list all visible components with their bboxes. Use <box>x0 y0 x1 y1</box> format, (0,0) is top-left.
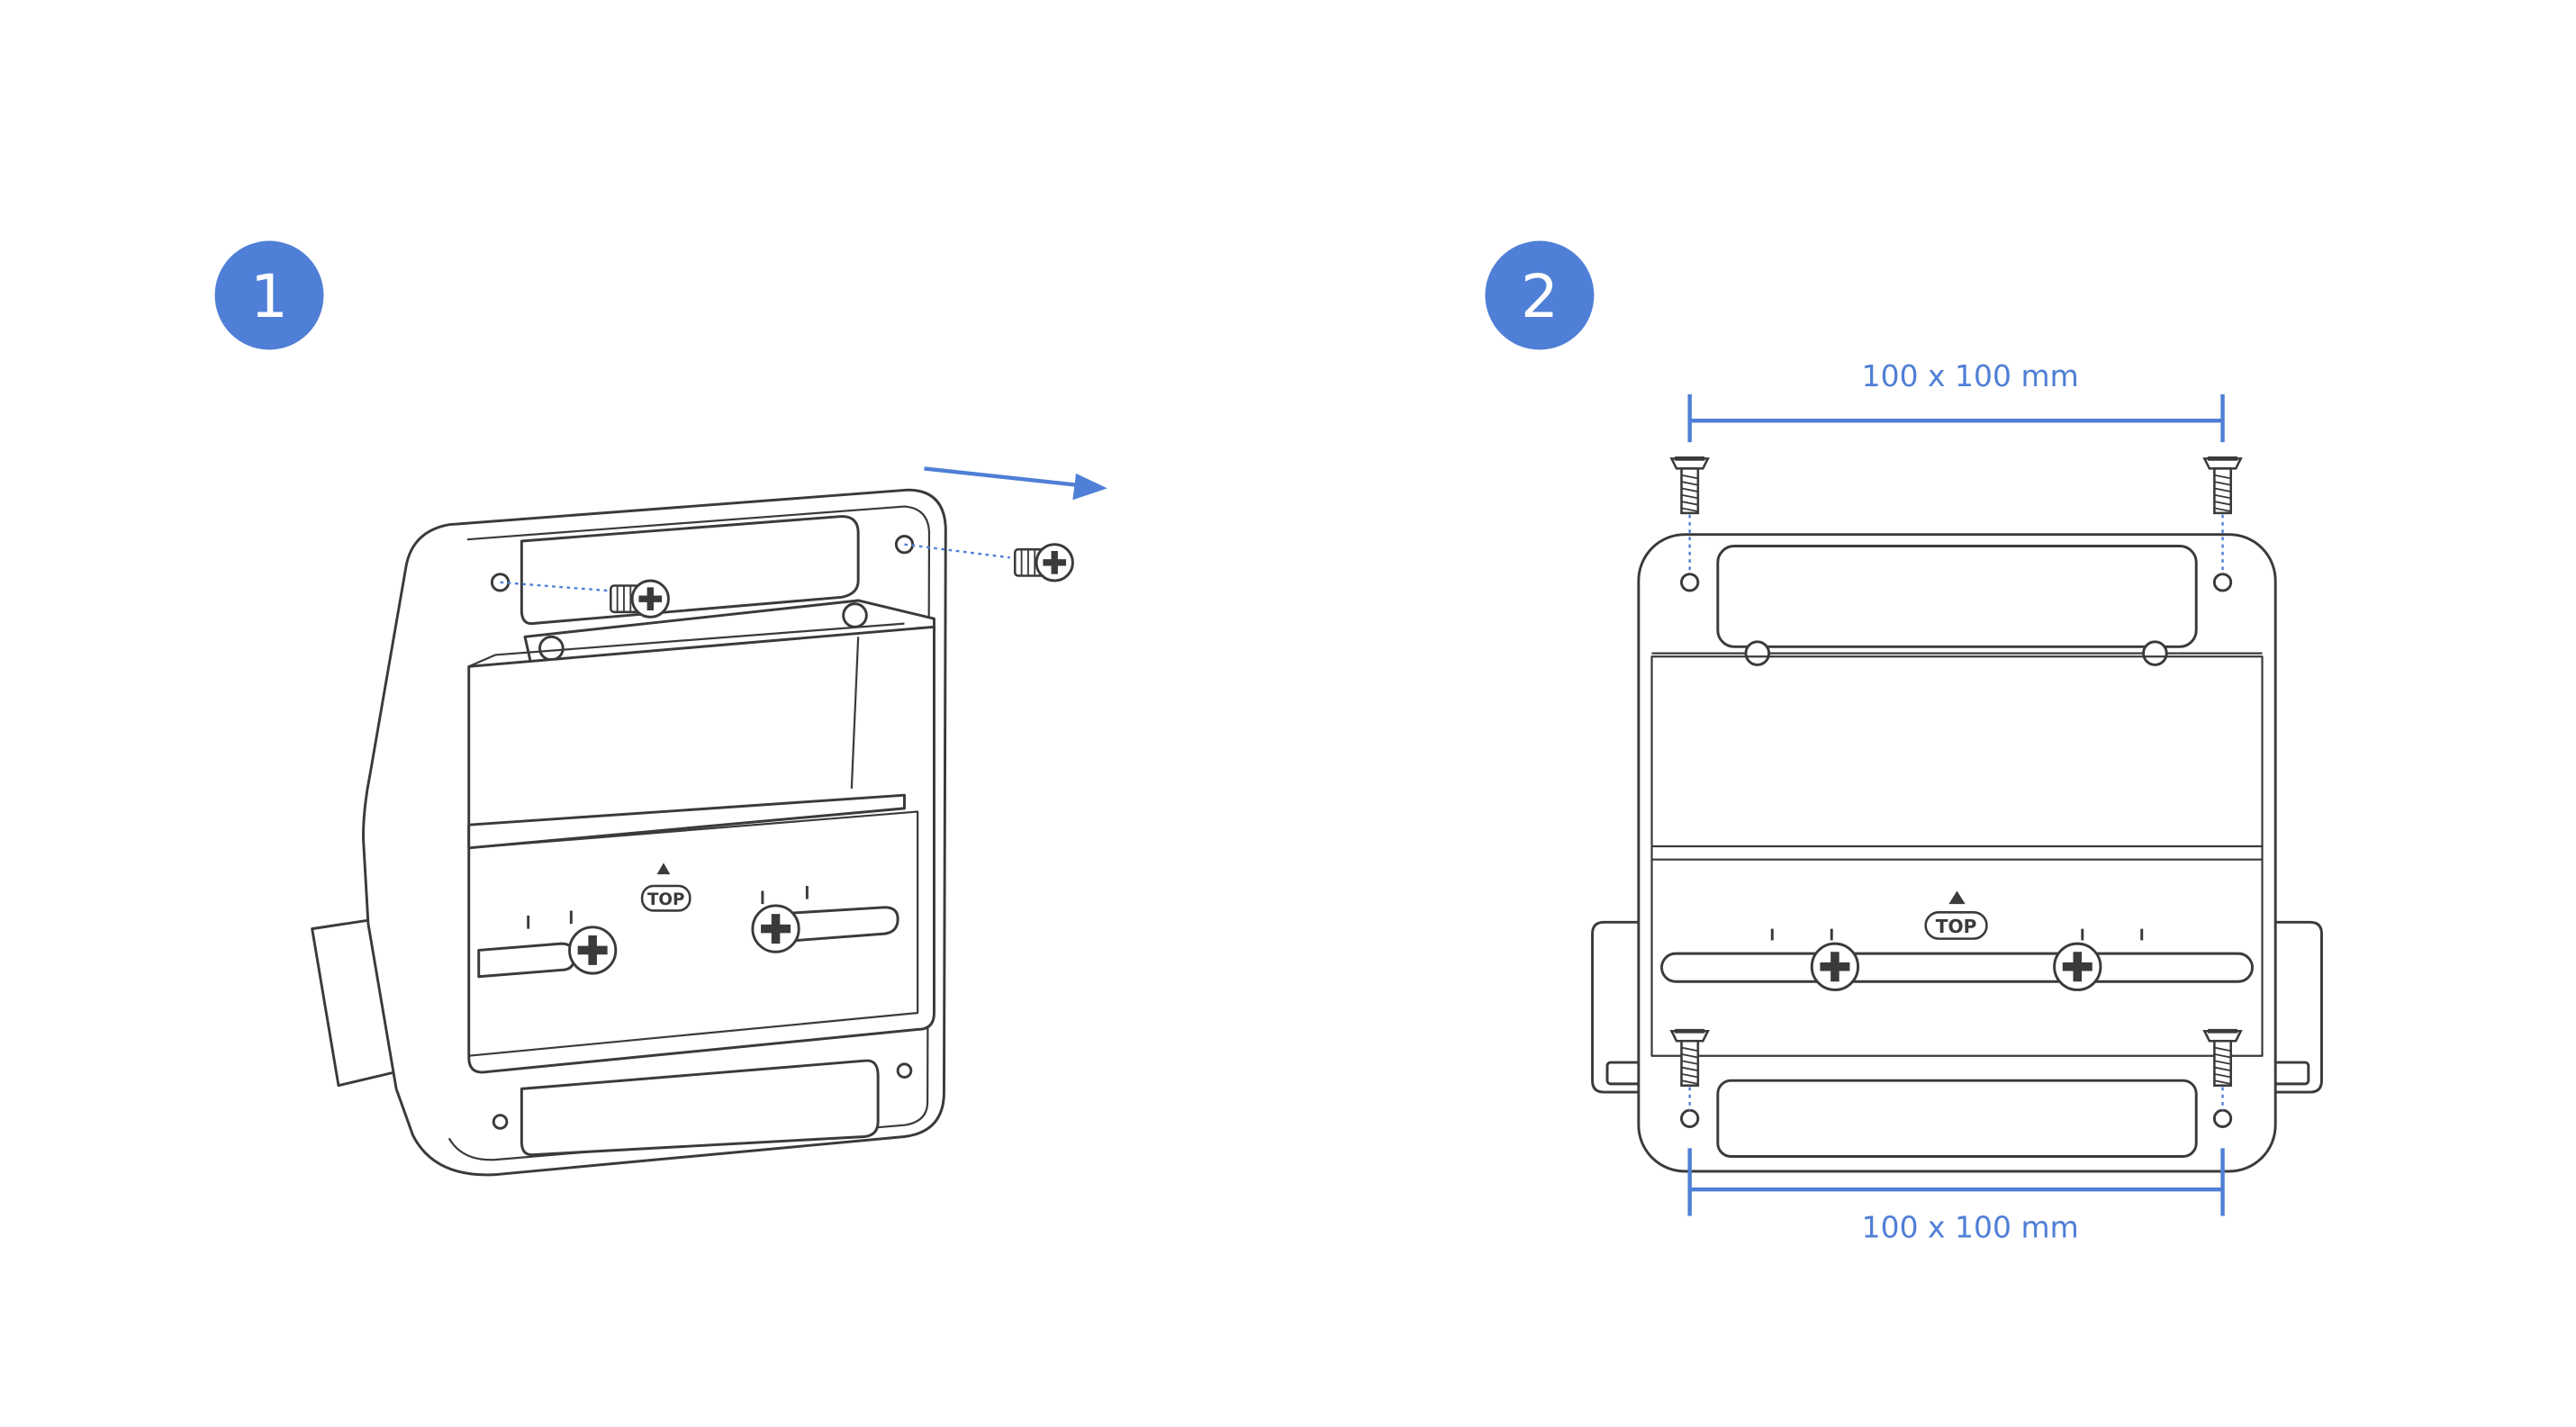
guide-lines <box>1688 514 2224 1111</box>
top-label: TOP <box>647 890 684 909</box>
step-1-knob-right <box>751 904 800 953</box>
top-arrow-icon <box>656 863 671 875</box>
guide-line <box>500 581 608 592</box>
step-1-top-marker: TOP <box>640 863 691 912</box>
right-slider-slot <box>774 906 899 944</box>
step-1-mounting-plate <box>311 488 947 1177</box>
step-2-badge: 2 <box>1485 240 1595 350</box>
recess-panel <box>467 625 935 1074</box>
plate-body <box>1637 533 2277 1173</box>
screw-icon <box>2204 458 2240 512</box>
left-tab <box>1591 920 1644 1094</box>
top-slot <box>1716 545 2198 648</box>
dimension-top <box>1687 393 2225 443</box>
step-2-top-marker: TOP <box>1924 890 1988 940</box>
step-2-number: 2 <box>1521 262 1559 331</box>
crosshead-screw-icon <box>1013 543 1074 583</box>
crosshead-screw-icon <box>609 579 670 619</box>
top-arrow-icon <box>1948 890 1966 905</box>
step-1-knob-left <box>568 926 618 975</box>
bottom-slot <box>520 1059 880 1157</box>
bottom-slot <box>1716 1079 2198 1158</box>
screw-icon <box>1672 458 1708 512</box>
slider-slot <box>1660 952 2254 983</box>
step-2-knob-right <box>2053 942 2102 991</box>
step-1-number: 1 <box>250 262 288 331</box>
guide-line <box>904 543 1010 559</box>
dimension-label-top: 100 x 100 mm <box>1862 358 2079 393</box>
shelf <box>467 793 906 850</box>
dimension-label-bottom: 100 x 100 mm <box>1862 1209 2079 1244</box>
step-1-badge: 1 <box>214 240 324 350</box>
step-2-knob-left <box>1810 942 1860 991</box>
top-slot <box>520 515 860 626</box>
dimension-bottom <box>1687 1148 2225 1216</box>
step-2-mounting-plate <box>1591 533 2323 1173</box>
direction-arrow-icon <box>924 466 1107 501</box>
right-tab <box>2272 920 2323 1094</box>
recess-panel <box>1650 655 2264 1057</box>
top-label: TOP <box>1936 916 1977 937</box>
